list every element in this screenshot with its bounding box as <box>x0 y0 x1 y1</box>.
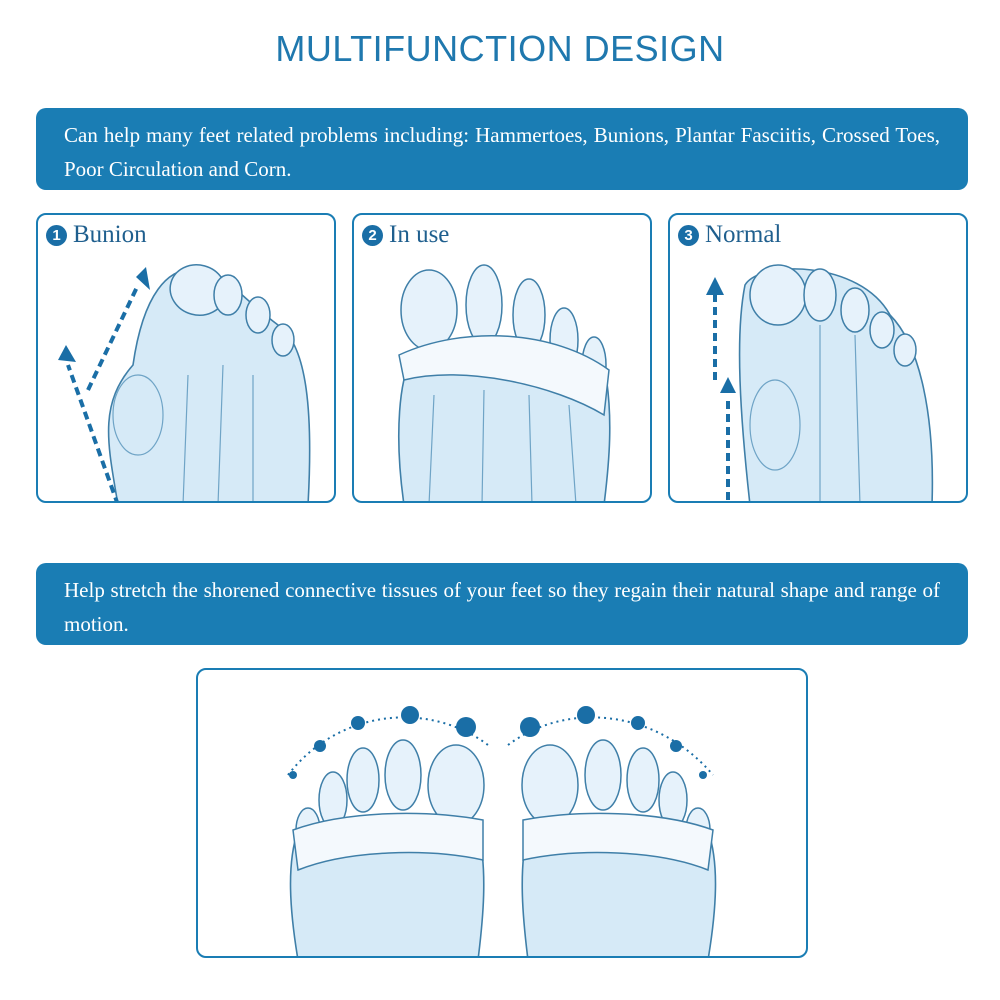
panel-label: Bunion <box>73 221 147 248</box>
number-badge: 3 <box>678 224 699 246</box>
number-badge: 1 <box>46 224 67 246</box>
panel-normal: 3 Normal <box>668 213 968 503</box>
problems-banner: Can help many feet related problems incl… <box>36 108 968 190</box>
arrow-head-icon <box>720 377 736 393</box>
panel-both-feet <box>196 668 808 958</box>
panel-title: 2 In use <box>362 221 449 249</box>
right-foot <box>521 739 717 956</box>
number-badge: 2 <box>362 224 383 246</box>
panel-title: 3 Normal <box>678 221 781 249</box>
panel-title: 1 Bunion <box>46 221 147 249</box>
arrow-head-icon <box>136 267 150 290</box>
arrow-head-icon <box>706 277 724 295</box>
both-feet-illustration <box>287 706 717 956</box>
panel-label: Normal <box>705 221 782 248</box>
panel-bunion: 1 Bunion <box>36 213 336 503</box>
normal-foot-illustration <box>706 264 934 501</box>
page-title: MULTIFUNCTION DESIGN <box>275 28 725 69</box>
bunion-foot-illustration <box>58 264 311 501</box>
left-foot <box>289 739 485 956</box>
arrow-head-icon <box>58 345 76 362</box>
motion-dots <box>289 706 707 779</box>
panel-label: In use <box>389 221 450 248</box>
panel-in-use: 2 In use <box>352 213 652 503</box>
stretch-banner: Help stretch the shorened connective tis… <box>36 563 968 645</box>
in-use-foot-illustration <box>398 264 611 501</box>
